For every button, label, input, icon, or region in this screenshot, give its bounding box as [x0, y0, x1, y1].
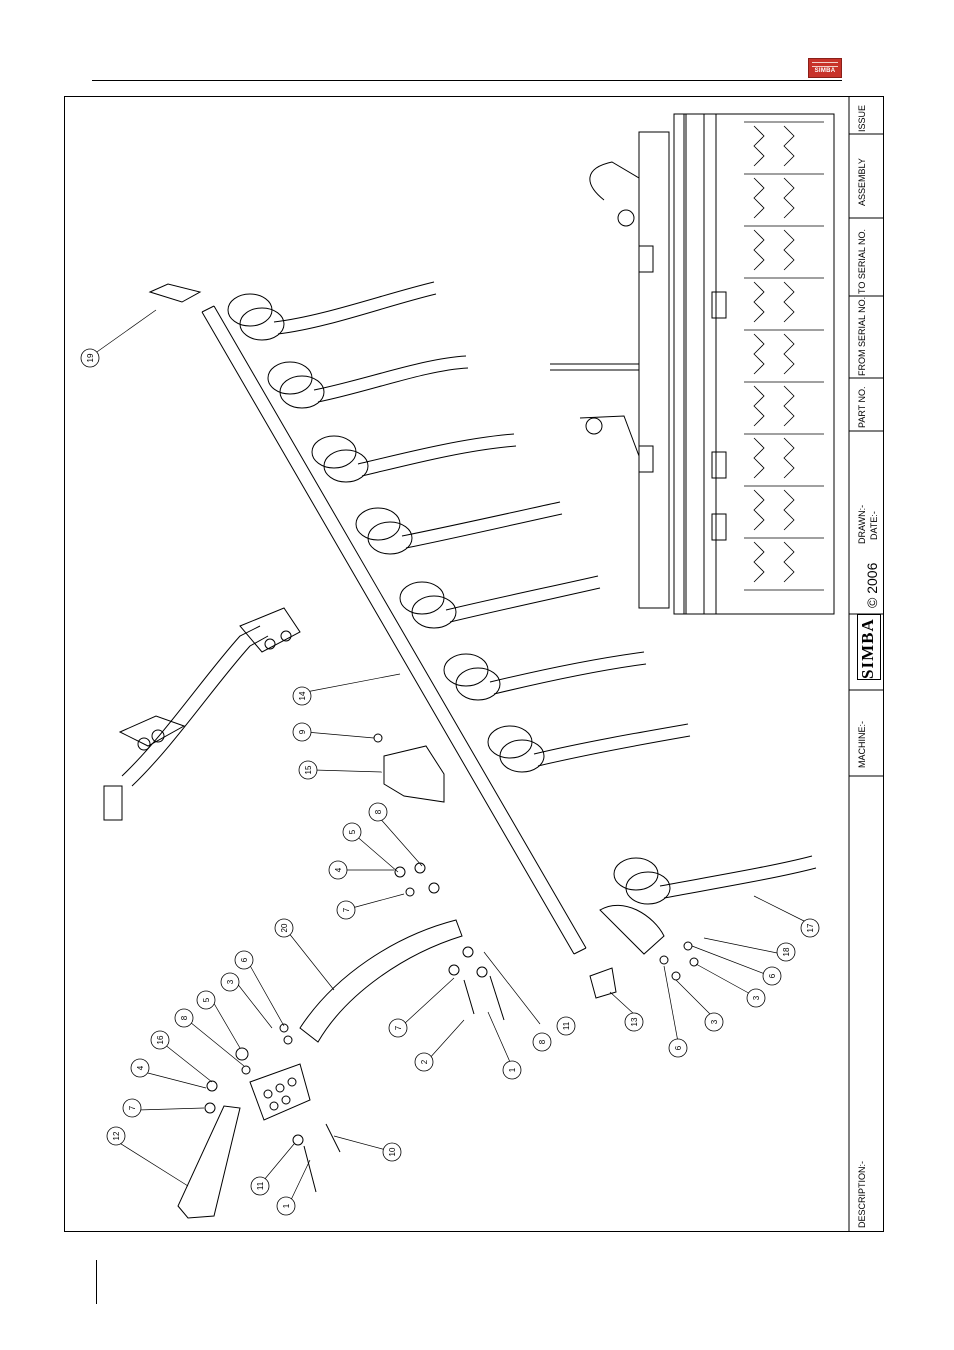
callout-8c: 8 [538, 1039, 547, 1044]
callout-11b: 11 [562, 1021, 571, 1030]
drawn-label: DRAWN:- [857, 505, 867, 544]
title-block-logo-text: SIMBA [858, 618, 878, 679]
issue-label: ISSUE [857, 105, 867, 132]
callout-7b: 7 [128, 1105, 137, 1110]
exploded-assembly-drawing: 19 14 9 15 5 8 4 7 20 6 3 5 8 16 4 7 12 … [64, 96, 884, 1232]
callout-3c: 3 [752, 995, 761, 1000]
callout-7a: 7 [342, 907, 351, 912]
callout-5a: 5 [348, 829, 357, 834]
date-label: DATE:- [869, 511, 879, 540]
callout-8b: 8 [180, 1015, 189, 1020]
callout-balloons: 19 14 9 15 5 8 4 7 20 6 3 5 8 16 4 7 12 … [81, 349, 819, 1215]
spring-tines [228, 282, 816, 904]
callout-4b: 4 [136, 1065, 145, 1070]
callout-6b: 6 [674, 1045, 683, 1050]
callout-6c: 6 [768, 973, 777, 978]
callout-10: 10 [388, 1147, 397, 1156]
arm-20 [300, 920, 462, 1042]
logo-stripes [812, 62, 838, 67]
logo-text: SIMBA [815, 68, 836, 74]
header-rule [92, 80, 842, 81]
callout-5b: 5 [202, 997, 211, 1002]
gutter-mark [96, 1260, 97, 1304]
callout-20: 20 [280, 923, 289, 932]
machine-label: MACHINE:- [857, 721, 867, 768]
to-serial-label: TO SERIAL NO. [857, 229, 867, 294]
callout-15: 15 [304, 765, 313, 774]
end-bracket-19 [150, 284, 200, 302]
callout-18: 18 [782, 947, 791, 956]
leader-lines [94, 310, 810, 1202]
tine-bracket-17 [600, 905, 664, 954]
callout-4a: 4 [334, 867, 343, 872]
callout-19: 19 [86, 353, 95, 362]
callout-14: 14 [298, 691, 307, 700]
title-block-logo: SIMBA [857, 614, 881, 680]
callout-12: 12 [112, 1131, 121, 1140]
callout-8a: 8 [374, 809, 383, 814]
callout-6a: 6 [240, 957, 249, 962]
mount-bracket-15 [384, 746, 444, 802]
from-serial-label: FROM SERIAL NO. [857, 297, 867, 376]
description-label: DESCRIPTION:- [857, 1161, 867, 1228]
callout-1a: 1 [282, 1203, 291, 1208]
callout-16: 16 [156, 1035, 165, 1044]
callout-1b: 1 [508, 1067, 517, 1072]
assembly-label: ASSEMBLY [857, 158, 867, 206]
copyright-label: © 2006 [864, 563, 880, 608]
callout-2: 2 [420, 1059, 429, 1064]
callout-3b: 3 [710, 1019, 719, 1024]
callout-7c: 7 [394, 1025, 403, 1030]
callout-3a: 3 [226, 979, 235, 984]
callout-11a: 11 [256, 1181, 265, 1190]
fasteners [205, 734, 698, 1192]
callout-13: 13 [630, 1017, 639, 1026]
callout-17: 17 [806, 923, 815, 932]
part-no-label: PART NO. [857, 386, 867, 428]
tine-bar [202, 306, 586, 954]
lower-bracket-assembly [178, 1064, 310, 1218]
upper-bracket-assembly [104, 608, 300, 820]
simba-logo: SIMBA [808, 58, 842, 78]
callout-9: 9 [298, 729, 307, 734]
roller-frame-view [550, 114, 834, 614]
